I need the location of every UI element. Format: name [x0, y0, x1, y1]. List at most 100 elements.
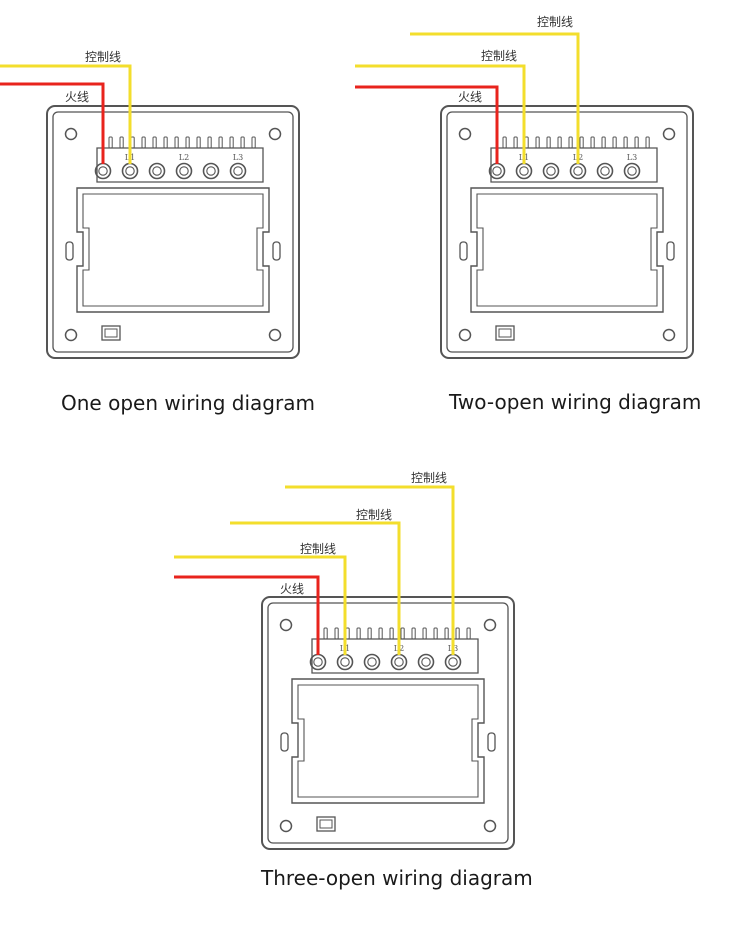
terminal-screw-inner	[394, 657, 404, 667]
terminal-screw-inner	[206, 166, 216, 176]
terminal-screw-inner	[421, 657, 431, 667]
mounting-hole	[64, 127, 78, 141]
terminal-label: L3	[233, 153, 243, 162]
side-slot-left	[280, 732, 289, 752]
mechanism-inner	[297, 684, 479, 798]
terminal-label: L3	[627, 153, 637, 162]
control-wire-l2	[410, 32, 580, 164]
vent-tooth	[356, 627, 361, 640]
control-wire-label: 控制线	[356, 508, 392, 522]
vent-tooth	[623, 136, 628, 149]
vent-tooth	[444, 627, 449, 640]
mounting-hole	[268, 328, 282, 342]
control-wire-label: 控制线	[481, 49, 517, 63]
faceplate-outer	[440, 105, 694, 359]
vent-tooth	[251, 136, 256, 149]
caption-three-open: Three-open wiring diagram	[261, 866, 533, 890]
bottom-tab-inner	[319, 819, 333, 829]
live-wire	[355, 85, 499, 164]
terminal-screw-inner	[98, 166, 108, 176]
vent-tooth	[141, 136, 146, 149]
faceplate-outer	[261, 596, 515, 850]
terminal-screw-inner	[313, 657, 323, 667]
terminal-screw-inner	[448, 657, 458, 667]
vent-tooth	[196, 136, 201, 149]
terminal-screw-inner	[233, 166, 243, 176]
terminal-screw	[417, 653, 435, 671]
terminal-block	[96, 147, 264, 183]
mounting-hole	[279, 819, 293, 833]
terminal-screw-inner	[492, 166, 502, 176]
mounting-hole	[268, 127, 282, 141]
mounting-hole	[662, 127, 676, 141]
bottom-tab-inner	[498, 328, 512, 338]
vent-tooth	[455, 627, 460, 640]
terminal-screw	[623, 162, 641, 180]
live-wire-label: 火线	[458, 90, 482, 104]
terminal-screw-inner	[179, 166, 189, 176]
mounting-hole	[662, 328, 676, 342]
bottom-tab	[316, 816, 336, 832]
vent-tooth	[513, 136, 518, 149]
vent-tooth	[634, 136, 639, 149]
vent-tooth	[411, 627, 416, 640]
vent-tooth	[108, 136, 113, 149]
terminal-screw-inner	[152, 166, 162, 176]
mechanism-outline	[76, 187, 270, 313]
terminal-screw-inner	[573, 166, 583, 176]
vent-tooth	[323, 627, 328, 640]
vent-tooth	[422, 627, 427, 640]
vent-tooth	[466, 627, 471, 640]
vent-tooth	[601, 136, 606, 149]
terminal-screw-inner	[340, 657, 350, 667]
faceplate-outer	[46, 105, 300, 359]
control-wire-l3	[285, 485, 455, 655]
terminal-label: L2	[179, 153, 189, 162]
faceplate-inner	[52, 111, 294, 353]
mounting-hole	[64, 328, 78, 342]
control-wire-l1	[355, 64, 526, 164]
live-wire-label: 火线	[280, 582, 304, 596]
terminal-screw	[202, 162, 220, 180]
vent-tooth	[207, 136, 212, 149]
vent-tooth	[590, 136, 595, 149]
mounting-hole	[458, 328, 472, 342]
mounting-hole	[279, 618, 293, 632]
control-wire-label: 控制线	[537, 15, 573, 29]
caption-two-open: Two-open wiring diagram	[449, 390, 702, 414]
terminal-screw-inner	[546, 166, 556, 176]
caption-one-open: One open wiring diagram	[61, 391, 315, 415]
terminal-block	[490, 147, 658, 183]
vent-tooth	[185, 136, 190, 149]
live-wire-label: 火线	[65, 90, 89, 104]
mounting-hole	[483, 819, 497, 833]
terminal-screw	[229, 162, 247, 180]
vent-tooth	[389, 627, 394, 640]
vent-tooth	[229, 136, 234, 149]
vent-tooth	[502, 136, 507, 149]
terminal-screw	[148, 162, 166, 180]
faceplate-inner	[446, 111, 688, 353]
terminal-screw	[542, 162, 560, 180]
terminal-screw-inner	[367, 657, 377, 667]
live-wire	[0, 82, 105, 164]
terminal-screw	[175, 162, 193, 180]
control-wire-l1	[174, 555, 347, 655]
terminal-block	[311, 638, 479, 674]
terminal-screw-inner	[627, 166, 637, 176]
faceplate-inner	[267, 602, 509, 844]
vent-tooth	[334, 627, 339, 640]
vent-tooth	[378, 627, 383, 640]
terminal-screw-inner	[600, 166, 610, 176]
vent-tooth	[433, 627, 438, 640]
terminal-screw-inner	[519, 166, 529, 176]
bottom-tab	[101, 325, 121, 341]
live-wire	[174, 575, 320, 655]
mechanism-inner	[82, 193, 264, 307]
terminal-screw	[596, 162, 614, 180]
